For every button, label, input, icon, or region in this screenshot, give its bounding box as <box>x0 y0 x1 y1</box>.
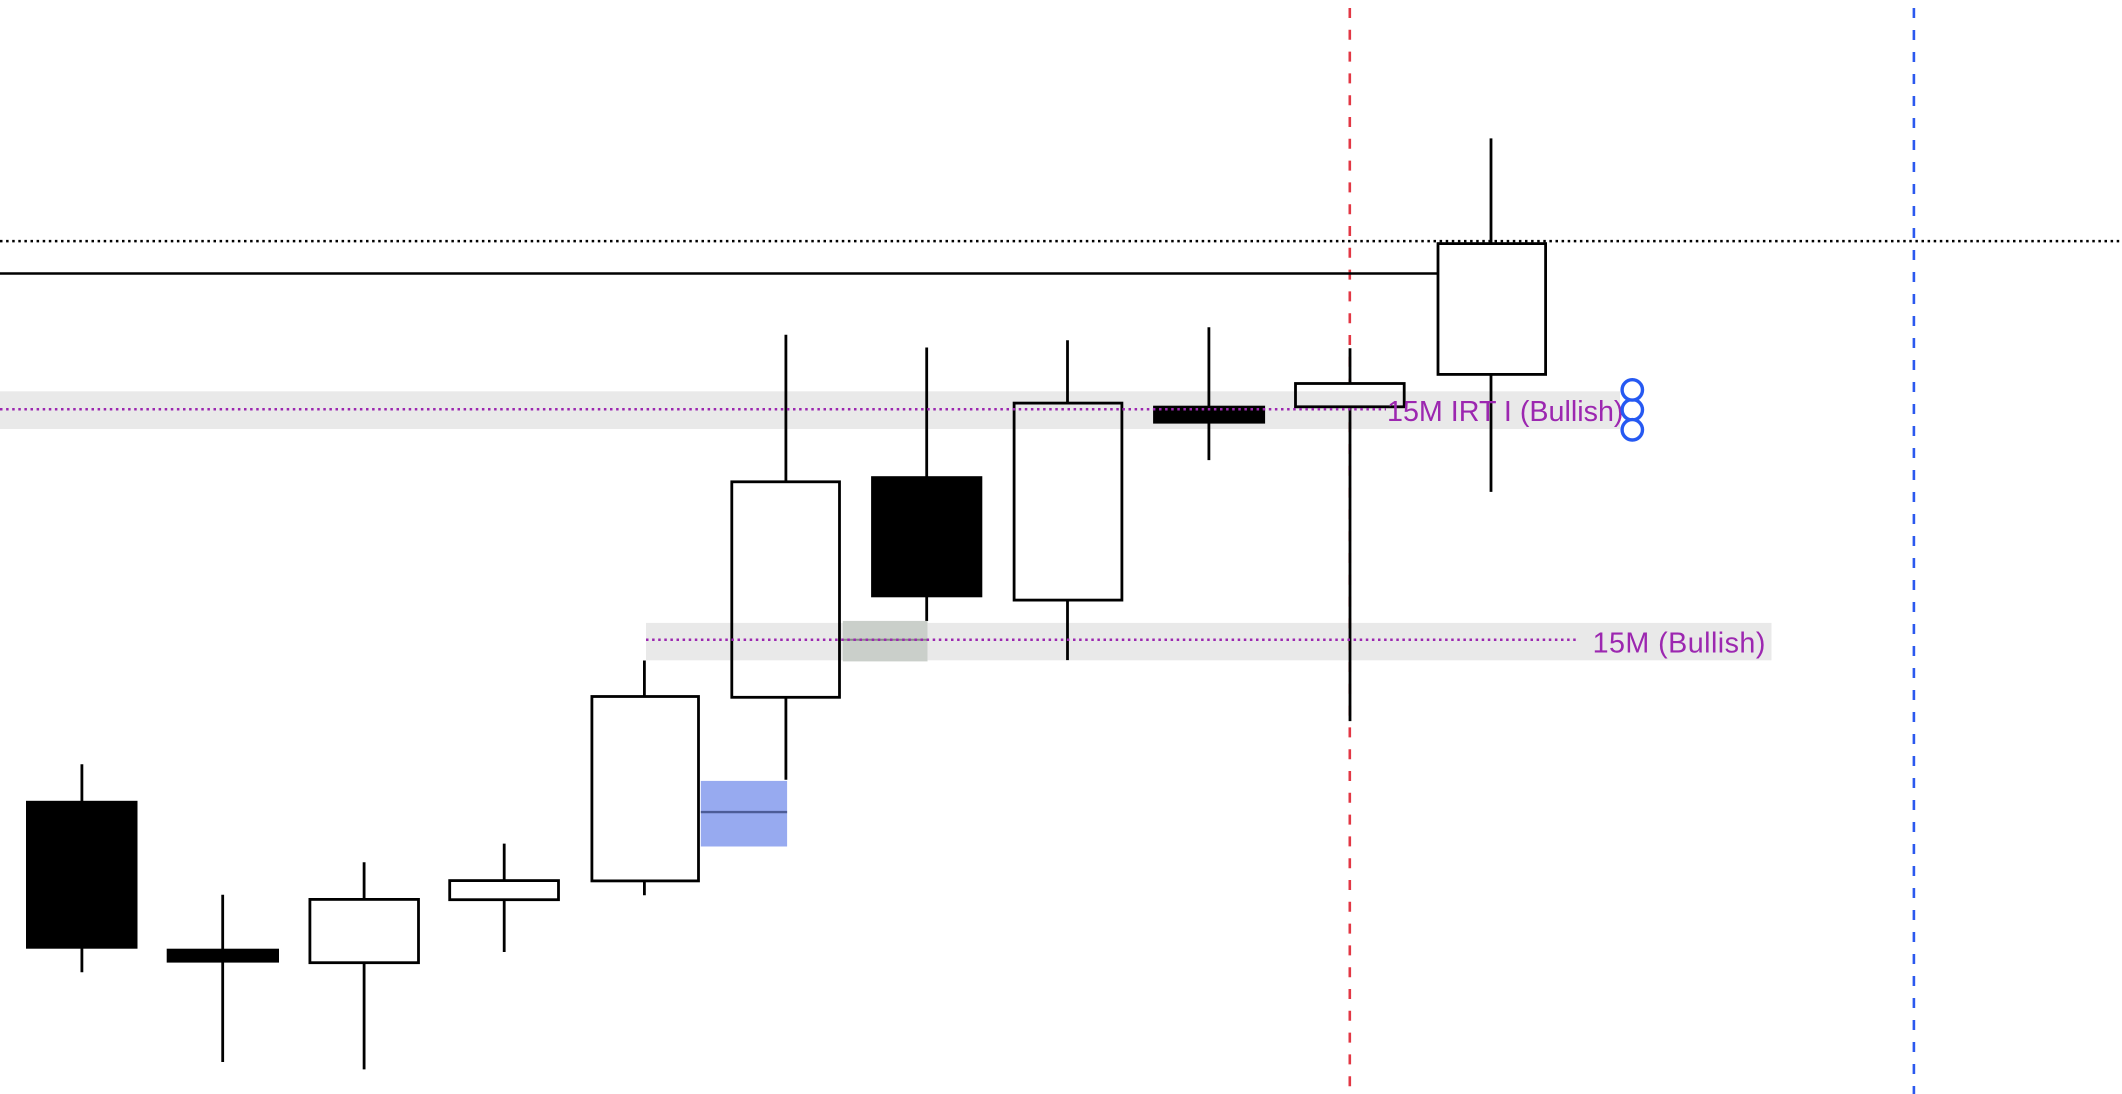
svg-text:15M IRT I (Bullish): 15M IRT I (Bullish) <box>1387 396 1623 428</box>
svg-text:15M (Bullish): 15M (Bullish) <box>1593 628 1766 660</box>
